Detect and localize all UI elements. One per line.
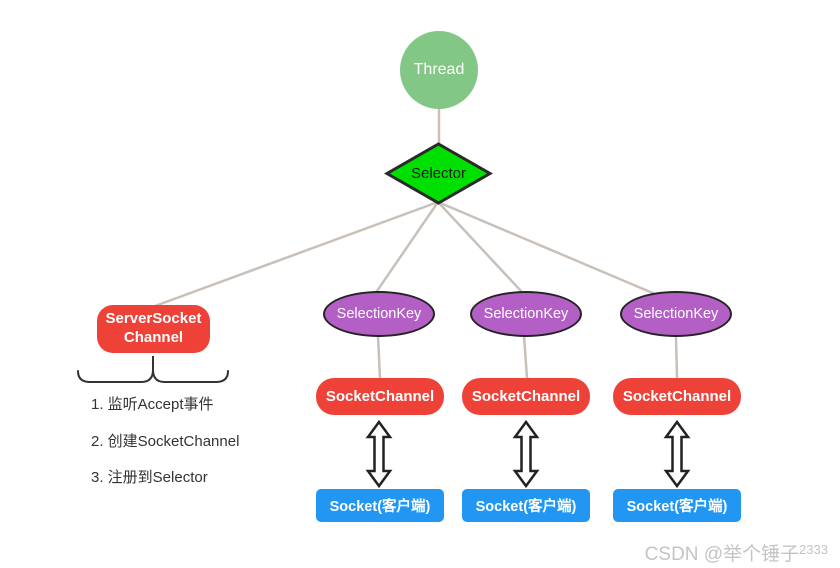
selector-diamond-shape <box>383 142 494 205</box>
double-arrow-icon-3 <box>663 419 691 489</box>
double-arrow-icon-2 <box>512 419 540 489</box>
edge-selector-serversocketchannel <box>153 200 440 308</box>
double-arrows <box>365 419 691 489</box>
serversocketchannel-label-line2: Channel <box>123 329 184 346</box>
thread-label: Thread <box>413 61 465 78</box>
edge-selector-selectionkey-3 <box>436 200 657 296</box>
serversocketchannel-label-line1: ServerSocket <box>105 310 202 328</box>
socket-label: Socket(客户端) <box>329 499 431 515</box>
node-selectionkey-3: SelectionKey <box>620 291 732 337</box>
edge-selectionkey-socketchannel-2 <box>522 334 529 380</box>
socket-label: Socket(客户端) <box>626 499 728 515</box>
node-socketchannel-1: SocketChannel <box>316 378 444 415</box>
watermark-suffix: 2333 <box>799 542 828 557</box>
node-socketchannel-2: SocketChannel <box>462 378 590 415</box>
selectionkey-label: SelectionKey <box>633 306 719 322</box>
brace-shape <box>77 356 229 383</box>
step-label: 2. 创建SocketChannel <box>91 432 240 450</box>
watermark: CSDN @举个锤子2333 <box>645 539 828 566</box>
node-socket-2: Socket(客户端) <box>462 489 590 522</box>
node-serversocketchannel: ServerSocket Channel <box>97 305 210 353</box>
watermark-text: CSDN @举个锤子 <box>644 544 800 565</box>
step-item-1: 1. 监听Accept事件 <box>91 394 311 413</box>
node-selectionkey-1: SelectionKey <box>323 291 435 337</box>
step-label: 1. 监听Accept事件 <box>91 395 214 413</box>
selectionkey-label: SelectionKey <box>483 306 569 322</box>
step-label: 3. 注册到Selector <box>91 468 208 486</box>
connector-lines <box>153 107 679 380</box>
edge-selector-selectionkey-1 <box>375 200 440 293</box>
socketchannel-label: SocketChannel <box>325 388 435 405</box>
node-thread: Thread <box>400 31 478 109</box>
double-arrow-icon-1 <box>365 419 393 489</box>
socketchannel-label: SocketChannel <box>471 388 581 405</box>
edge-selector-selectionkey-2 <box>436 200 523 293</box>
step-item-2: 2. 创建SocketChannel <box>91 431 311 450</box>
step-item-3: 3. 注册到Selector <box>91 467 311 486</box>
node-selector: Selector <box>387 144 490 203</box>
node-selectionkey-2: SelectionKey <box>470 291 582 337</box>
socketchannel-label: SocketChannel <box>622 388 732 405</box>
selectionkey-label: SelectionKey <box>336 306 422 322</box>
socket-label: Socket(客户端) <box>475 499 577 515</box>
selector-label: Selector <box>410 165 467 182</box>
node-socket-1: Socket(客户端) <box>316 489 444 522</box>
edge-selectionkey-socketchannel-1 <box>376 334 382 380</box>
node-socketchannel-3: SocketChannel <box>613 378 741 415</box>
node-socket-3: Socket(客户端) <box>613 489 741 522</box>
edge-selectionkey-socketchannel-3 <box>674 336 679 380</box>
